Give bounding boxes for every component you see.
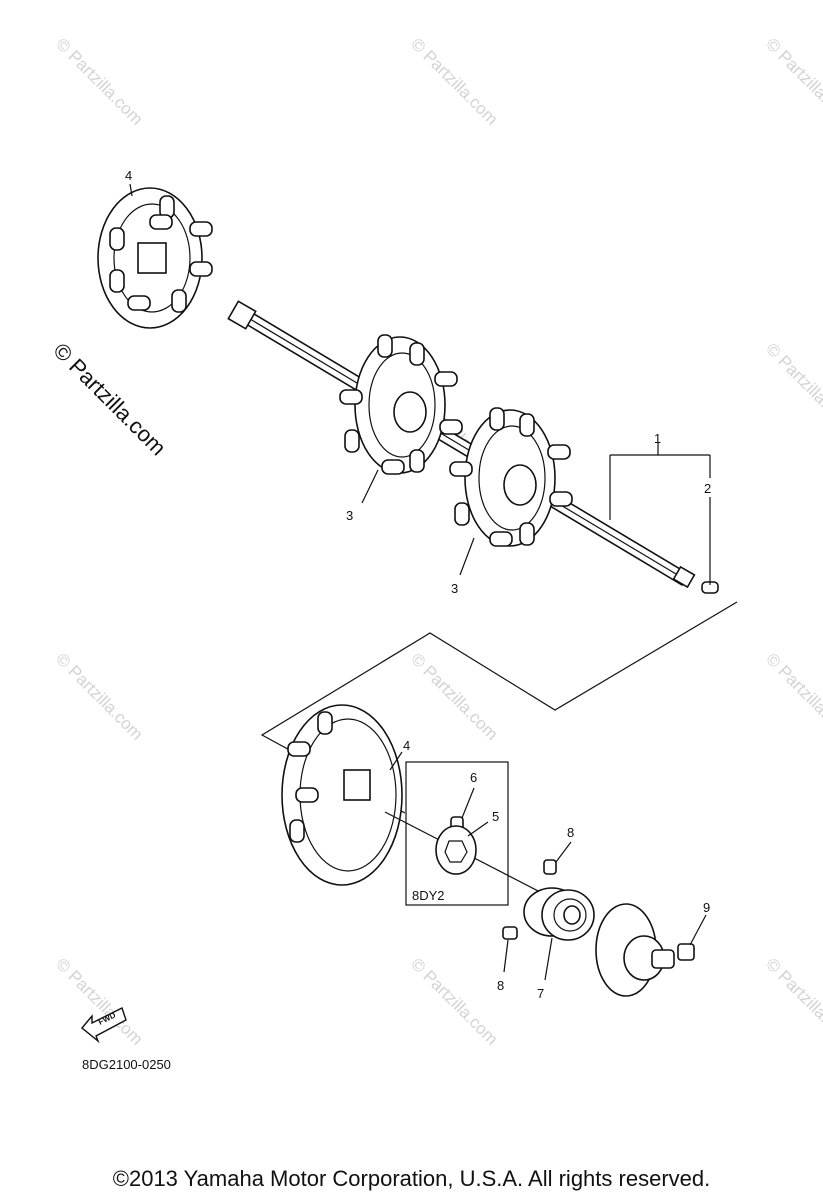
variant-box — [405, 761, 509, 906]
callout-2: 2 — [704, 481, 711, 496]
sprocket-middle-right — [449, 407, 573, 547]
collar-part — [435, 825, 477, 875]
sprocket-middle-left — [339, 334, 463, 475]
watermark: © Partzilla.com — [407, 954, 501, 1048]
callout-4: 4 — [125, 168, 132, 183]
hub-flange-part — [595, 903, 675, 997]
callout-9: 9 — [703, 900, 710, 915]
watermark: © Partzilla.com — [762, 34, 823, 128]
callout-3: 3 — [451, 581, 458, 596]
grease-nipple-part — [543, 859, 557, 875]
watermark: © Partzilla.com — [762, 649, 823, 743]
watermark: © Partzilla.com — [52, 649, 146, 743]
callout-8: 8 — [497, 978, 504, 993]
nut-part — [677, 943, 695, 961]
callout-bracket-1-2 — [609, 442, 711, 585]
callout-5: 5 — [492, 809, 499, 824]
sprocket-wheel-upper — [97, 187, 213, 329]
variant-box-label: 8DY2 — [412, 888, 445, 903]
grease-nipple-part — [502, 926, 518, 940]
drive-shaft — [227, 300, 696, 589]
callout-3: 3 — [346, 508, 353, 523]
callout-1: 1 — [654, 431, 661, 446]
bearing-part — [523, 887, 595, 941]
callout-6: 6 — [470, 770, 477, 785]
callout-7: 7 — [537, 986, 544, 1001]
watermark-large: © Partzilla.com — [48, 338, 171, 461]
leader-lines — [129, 183, 707, 981]
callout-8: 8 — [567, 825, 574, 840]
watermark: © Partzilla.com — [52, 34, 146, 128]
watermark: © Partzilla.com — [407, 34, 501, 128]
sprocket-wheel-lower — [281, 704, 403, 886]
watermark: © Partzilla.com — [762, 954, 823, 1048]
drawing-code: 8DG2100-0250 — [82, 1057, 171, 1072]
copyright-notice: ©2013 Yamaha Motor Corporation, U.S.A. A… — [112, 1166, 711, 1191]
callout-4: 4 — [403, 738, 410, 753]
watermark: © Partzilla.com — [762, 339, 823, 433]
watermark: © Partzilla.com — [407, 649, 501, 743]
